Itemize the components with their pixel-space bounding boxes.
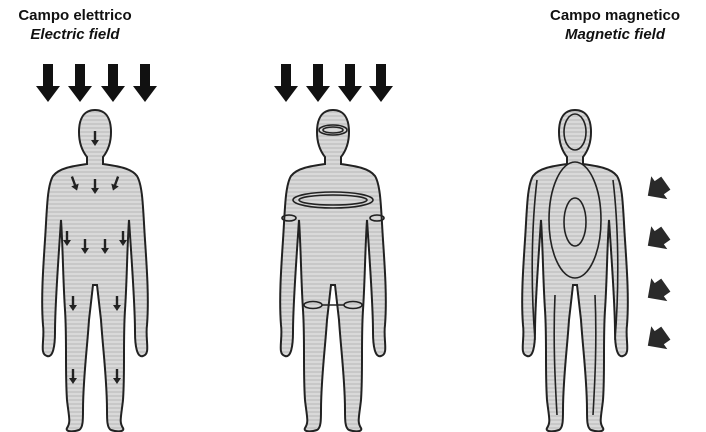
down-arrow-icon bbox=[36, 64, 60, 102]
side-arrow-icon bbox=[640, 172, 674, 208]
down-arrow-icon bbox=[133, 64, 157, 102]
down-arrow-icon bbox=[338, 64, 362, 102]
down-arrow-icon bbox=[306, 64, 330, 102]
side-arrow-icon bbox=[640, 274, 674, 310]
middle-body bbox=[280, 110, 386, 431]
down-arrow-icon bbox=[274, 64, 298, 102]
down-arrow-icon bbox=[68, 64, 92, 102]
side-arrow-icon bbox=[640, 322, 674, 358]
magnetic-field-arrows bbox=[640, 172, 674, 358]
electric-field-body bbox=[42, 110, 148, 431]
down-arrow-icon bbox=[101, 64, 125, 102]
magnetic-field-body bbox=[522, 110, 628, 431]
electric-field-arrows bbox=[36, 64, 157, 102]
side-arrow-icon bbox=[640, 222, 674, 258]
down-arrow-icon bbox=[369, 64, 393, 102]
middle-field-arrows bbox=[274, 64, 393, 102]
